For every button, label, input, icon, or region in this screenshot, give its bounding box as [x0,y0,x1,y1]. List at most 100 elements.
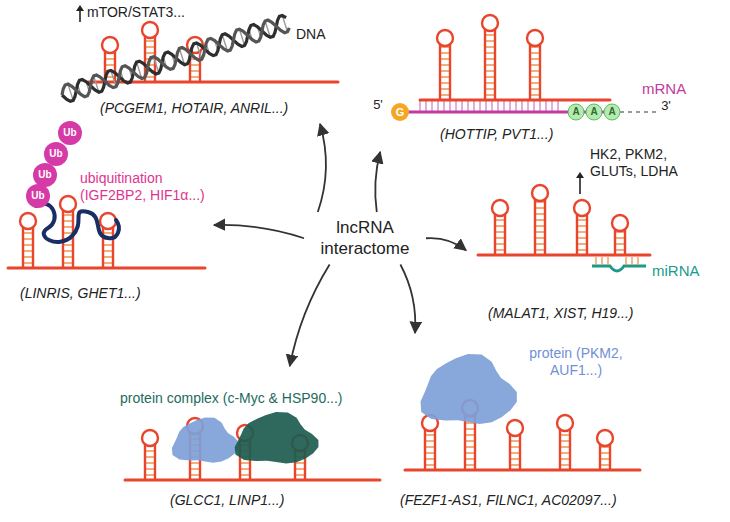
base-pair [145,468,155,470]
symbol-label: Ub [63,128,76,138]
base-pair [530,82,540,84]
base-pair [425,464,435,466]
base-pair [485,82,495,84]
gene-list: (LINRIS, GHET1...) [20,285,141,302]
gene-list: (GLCC1, LINP1...) [170,492,284,509]
hub-node: lncRNA interactome [306,214,424,263]
base-pair [63,226,73,228]
base-pair [530,76,540,78]
base-pair [190,76,200,78]
symbol-label: 5' [373,98,383,111]
rna-stem [494,214,496,255]
base-pair [190,474,200,476]
mrna-pairing [443,101,445,112]
base-pair [577,237,587,239]
dna-strand [62,16,286,102]
base-pair [23,238,33,240]
base-pair [535,213,545,215]
base-pair [510,458,520,460]
base-pair [560,440,570,442]
base-pair [240,462,250,464]
rna-stem [439,44,441,100]
mrna-pairing [431,101,433,112]
base-pair [485,46,495,48]
protein-shape [421,354,517,424]
base-pair [23,256,33,258]
base-pair [425,446,435,448]
base-pair [465,452,475,454]
connector-arrow [400,265,415,334]
mrna-pairing [509,101,511,112]
base-pair [440,58,450,60]
base-pair [23,262,33,264]
rna-stem [614,229,616,255]
panel-label: miRNA [652,262,700,280]
mrna-pairing [539,101,541,112]
rna-stem [424,429,426,470]
rna-stem [32,227,34,268]
base-pair [485,34,495,36]
base-pair [615,249,625,251]
symbol-label: Ub [49,149,62,159]
mrna-pairing [503,101,505,112]
mrna-pairing [479,101,481,112]
mrna-pairing [515,101,517,112]
mrna-pairing [485,101,487,112]
base-pair [145,40,155,42]
base-pair [510,440,520,442]
base-pair [600,458,610,460]
mechanism-panel: HK2, PKM2, GLUTs, LDHAmiRNA(MALAT1, XIST… [468,140,718,330]
base-pair [145,462,155,464]
rna-stem [504,214,506,255]
base-pair [530,64,540,66]
base-pair [63,232,73,234]
rna-stem [576,214,578,255]
gene-list: (PCGEM1, HOTAIR, ANRIL...) [100,100,288,117]
base-pair [145,46,155,48]
rna-stem [624,229,626,255]
rna-stem [544,199,546,255]
base-pair [465,428,475,430]
dna-strand [62,20,289,97]
mrna-pairing [527,101,529,112]
base-pair [440,76,450,78]
mechanism-panel: mTOR/STAT3...DNA(PCGEM1, HOTAIR, ANRIL..… [55,0,340,122]
base-pair [63,262,73,264]
base-pair [510,452,520,454]
mirna-strand [592,266,646,271]
base-pair [535,231,545,233]
rna-stem [464,414,466,470]
base-pair [485,88,495,90]
connector-arrow [214,225,304,238]
base-pair [495,225,505,227]
symbol-label: A [572,107,579,117]
rna-loop [20,213,36,229]
base-pair [637,257,638,265]
connector-arrow [375,152,380,212]
base-pair [485,52,495,54]
rna-loop [597,430,613,446]
rna-stem [494,29,496,100]
rna-loop [142,22,158,38]
mrna-pairing [425,101,427,112]
base-pair [295,474,305,476]
base-pair [530,52,540,54]
rna-loop [532,185,548,201]
hub-title: lncRNA interactome [306,214,424,263]
base-pair [485,70,495,72]
base-pair [485,94,495,96]
rna-loop [492,200,508,216]
rna-loop [612,215,628,231]
base-pair [465,434,475,436]
base-pair [560,434,570,436]
rna-stem [484,29,486,100]
rna-stem [144,444,146,480]
rna-strand [420,99,610,102]
base-pair [295,462,305,464]
mrna-pairing [533,101,535,112]
base-pair [145,450,155,452]
base-pair [535,225,545,227]
base-pair [485,76,495,78]
base-pair [105,64,115,66]
base-pair [535,207,545,209]
